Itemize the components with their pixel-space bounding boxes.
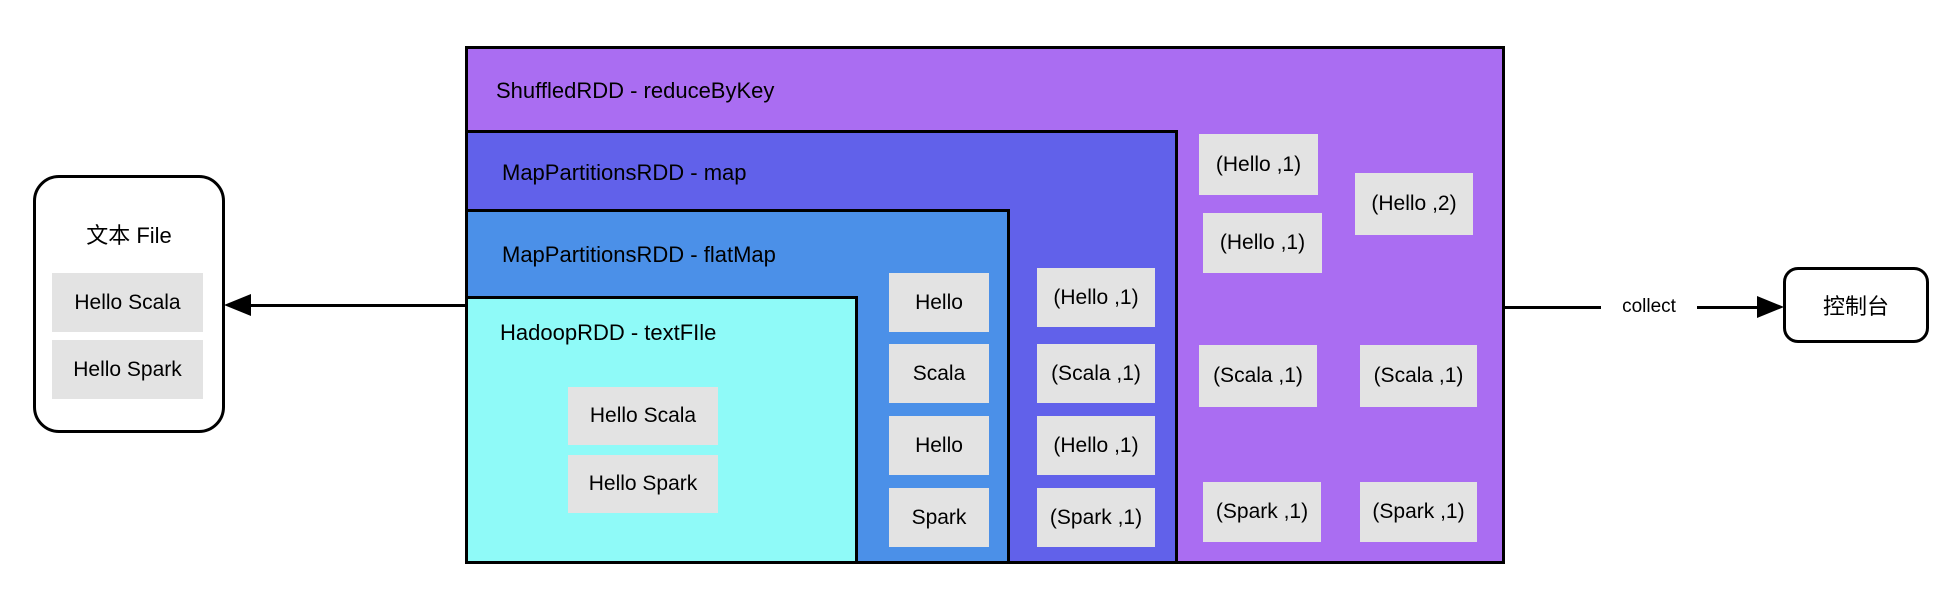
shuffled-reduced-cell: (Scala ,1) [1360, 345, 1477, 407]
hadoop-line-cell: Hello Scala [568, 387, 718, 445]
shuffled-pair-cell: (Spark ,1) [1203, 482, 1321, 542]
text-file-title: 文本 File [86, 223, 172, 248]
collect-edge-label: collect [1601, 294, 1697, 319]
shuffled-reduced-cell: (Spark ,1) [1360, 482, 1477, 542]
flatmap-word-cell: Scala [889, 344, 989, 403]
map-pair-cell: (Hello ,1) [1037, 268, 1155, 327]
shuffled-reduced-cell: (Hello ,2) [1355, 173, 1473, 235]
map-pair-cell: (Spark ,1) [1037, 488, 1155, 547]
map-pair-cell: (Scala ,1) [1037, 344, 1155, 403]
stage-map-title: MapPartitionsRDD - map [502, 160, 747, 185]
stage-shuffledrdd-title: ShuffledRDD - reduceByKey [496, 78, 775, 103]
console-title: 控制台 [1822, 294, 1889, 319]
stage-hadooprdd-textfile: HadoopRDD - textFIle Hello Scala Hello S… [465, 296, 858, 564]
shuffled-pair-cell: (Hello ,1) [1199, 134, 1318, 195]
textfile-arrowhead-icon [224, 294, 251, 316]
flatmap-word-cell: Hello [889, 273, 989, 332]
file-line-cell: Hello Spark [52, 340, 203, 399]
console-node: 控制台 [1783, 267, 1929, 343]
textfile-arrow-line [246, 304, 465, 307]
stage-hadoop-title: HadoopRDD - textFIle [500, 320, 717, 345]
shuffled-pair-cell: (Hello ,1) [1203, 213, 1322, 273]
stage-flatmap-title: MapPartitionsRDD - flatMap [502, 242, 776, 267]
shuffled-pair-cell: (Scala ,1) [1199, 345, 1317, 407]
collect-arrowhead-icon [1757, 296, 1784, 318]
text-file-node: 文本 File Hello Scala Hello Spark [33, 175, 225, 433]
flatmap-word-cell: Spark [889, 488, 989, 547]
map-pair-cell: (Hello ,1) [1037, 416, 1155, 475]
hadoop-line-cell: Hello Spark [568, 455, 718, 513]
file-line-cell: Hello Scala [52, 273, 203, 332]
flatmap-word-cell: Hello [889, 416, 989, 475]
